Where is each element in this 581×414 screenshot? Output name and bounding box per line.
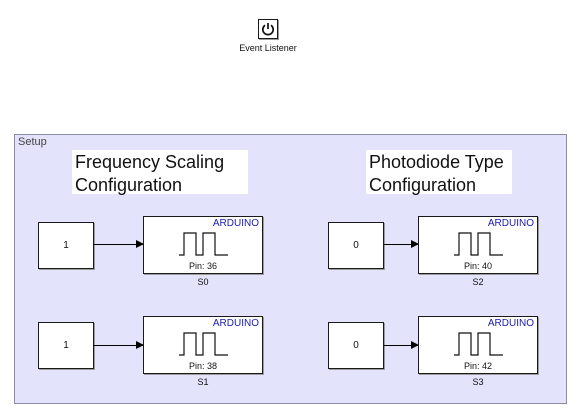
constant-value: 0 <box>353 240 359 251</box>
constant-value: 1 <box>63 340 69 351</box>
arduino-tag: ARDUINO <box>212 318 259 329</box>
constant-block-s0[interactable]: 1 <box>38 222 94 269</box>
frequency-scaling-annotation[interactable]: Frequency Scaling Configuration <box>72 150 248 195</box>
arduino-tag: ARDUINO <box>487 318 534 329</box>
square-wave-icon <box>179 332 228 356</box>
square-wave-icon <box>179 232 228 256</box>
constant-value: 1 <box>63 240 69 251</box>
power-icon <box>258 19 278 39</box>
signal-line-s2[interactable] <box>384 240 419 248</box>
arduino-tag: ARDUINO <box>212 218 259 229</box>
block-name-s2[interactable]: S2 <box>472 277 484 287</box>
setup-title: Setup <box>18 136 47 148</box>
pin-label: Pin: 36 <box>188 261 218 271</box>
signal-line-s3[interactable] <box>384 341 419 349</box>
arduino-digital-output-s2[interactable]: ARDUINO Pin: 40 <box>418 216 538 274</box>
pin-label: Pin: 38 <box>188 361 218 371</box>
block-name-s0[interactable]: S0 <box>197 277 209 287</box>
constant-block-s1[interactable]: 1 <box>38 322 94 369</box>
arduino-digital-output-s0[interactable]: ARDUINO Pin: 36 <box>143 216 263 274</box>
constant-block-s2[interactable]: 0 <box>328 222 384 269</box>
arduino-digital-output-s1[interactable]: ARDUINO Pin: 38 <box>143 316 263 374</box>
signal-line-s1[interactable] <box>94 341 144 349</box>
constant-value: 0 <box>353 340 359 351</box>
signal-line-s0[interactable] <box>94 240 144 248</box>
block-name-s1[interactable]: S1 <box>197 377 209 387</box>
square-wave-icon <box>454 332 503 356</box>
event-listener-label: Event Listener <box>239 43 297 53</box>
photodiode-type-annotation[interactable]: Photodiode Type Configuration <box>366 150 512 195</box>
arduino-tag: ARDUINO <box>487 218 534 229</box>
arduino-digital-output-s3[interactable]: ARDUINO Pin: 42 <box>418 316 538 374</box>
constant-block-s3[interactable]: 0 <box>328 322 384 369</box>
block-name-s3[interactable]: S3 <box>472 377 484 387</box>
square-wave-icon <box>454 232 503 256</box>
pin-label: Pin: 40 <box>463 261 493 271</box>
pin-label: Pin: 42 <box>463 361 493 371</box>
